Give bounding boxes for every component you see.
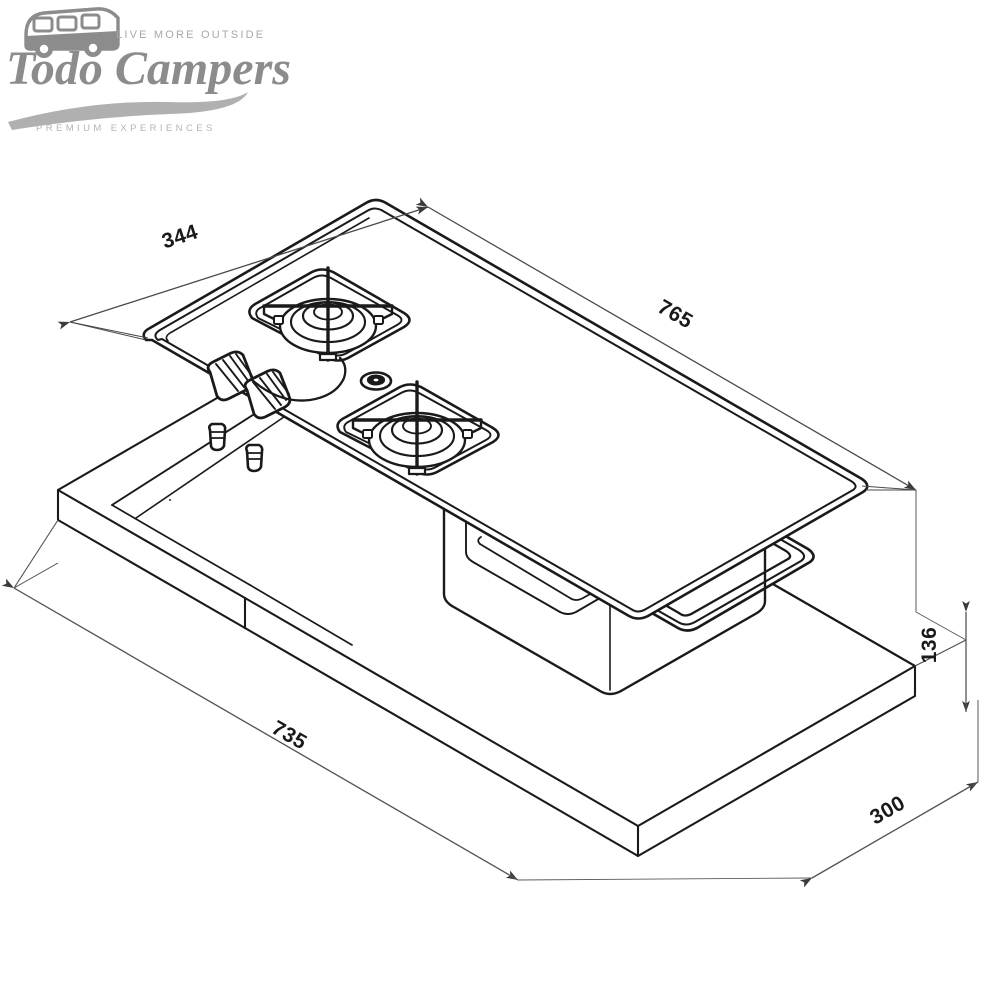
valve-stems (208, 422, 264, 473)
dimension-lines-group (1, 197, 979, 888)
todo-campers-logo: LIVE MORE OUTSIDE Todo Campers PREMIUM E… (6, 7, 291, 134)
dimension-label-765: 765 (654, 295, 697, 333)
logo-tagline-top: LIVE MORE OUTSIDE (116, 29, 265, 41)
logo-swoosh (8, 92, 248, 130)
control-knob-left (206, 350, 255, 402)
dimension-label-344: 344 (159, 220, 201, 253)
logo-tagline-bottom: PREMIUM EXPERIENCES (36, 123, 216, 134)
dimension-label-735: 735 (268, 716, 311, 754)
logo-brand-text: Todo Campers (6, 42, 291, 95)
camper-van-icon (24, 7, 120, 58)
dimension-label-300: 300 (866, 791, 909, 829)
gas-supply-tube (250, 356, 347, 402)
control-knob-right (243, 368, 292, 420)
construction-lines (13, 490, 979, 881)
ignition-port (359, 371, 393, 391)
dimension-label-136: 136 (918, 627, 941, 664)
